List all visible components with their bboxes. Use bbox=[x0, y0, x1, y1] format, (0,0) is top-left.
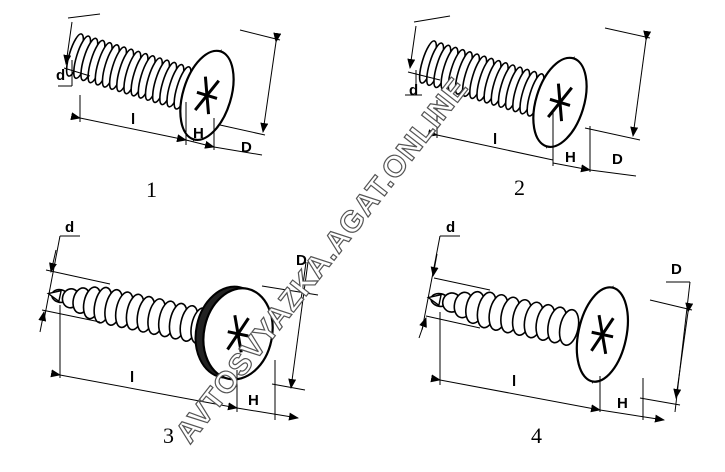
label-D: D bbox=[612, 151, 623, 168]
phillips-cross-icon bbox=[590, 314, 615, 355]
label-l: l bbox=[131, 111, 135, 128]
label-H: H bbox=[617, 395, 628, 412]
figure-number: 3 bbox=[163, 423, 174, 448]
screw-1: d l H D 1 bbox=[56, 13, 282, 202]
label-l: l bbox=[493, 131, 497, 148]
label-H: H bbox=[248, 392, 259, 409]
figure-number: 4 bbox=[531, 423, 542, 448]
screw-3: d l H D 3 bbox=[38, 219, 319, 448]
screw-tip bbox=[426, 293, 443, 307]
figure-number: 1 bbox=[146, 177, 157, 202]
label-H: H bbox=[193, 125, 204, 142]
label-d: d bbox=[409, 82, 418, 99]
label-D: D bbox=[671, 261, 682, 278]
label-d: d bbox=[65, 219, 74, 236]
label-l: l bbox=[512, 373, 516, 390]
label-H: H bbox=[565, 149, 576, 166]
screw-4: d l H D 4 bbox=[418, 219, 694, 448]
screw-2: d l H D 2 bbox=[405, 15, 652, 200]
label-l: l bbox=[130, 369, 134, 386]
label-d: d bbox=[446, 219, 455, 236]
label-D: D bbox=[241, 139, 252, 156]
figure-number: 2 bbox=[514, 175, 525, 200]
phillips-cross-icon bbox=[226, 315, 250, 353]
phillips-cross-icon bbox=[194, 76, 220, 115]
screw-tip bbox=[46, 289, 63, 303]
label-D: D bbox=[296, 252, 307, 269]
phillips-cross-icon bbox=[547, 83, 573, 122]
label-d: d bbox=[56, 67, 65, 84]
